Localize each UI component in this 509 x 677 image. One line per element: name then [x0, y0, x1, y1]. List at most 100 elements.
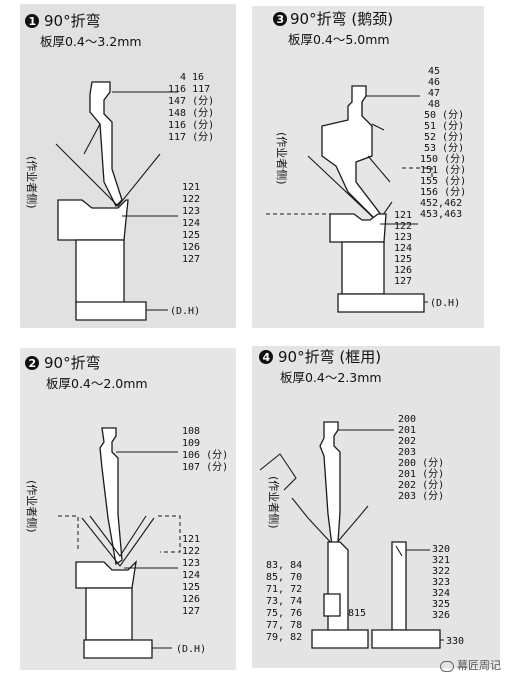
- panel-2-thickness: 板厚0.4～2.0mm: [46, 376, 148, 391]
- punch-edge: [83, 123, 101, 155]
- workpiece-left: [291, 497, 309, 519]
- label: 147 (分): [168, 95, 214, 107]
- label: 124: [182, 218, 200, 229]
- label: 326: [432, 610, 450, 621]
- label: 126: [182, 242, 200, 253]
- panel-gooseneck: 3 90°折弯 (鹅颈) 板厚0.4～5.0mm 45 46 47 48 50 …: [252, 6, 484, 328]
- dh-label: (D.H): [170, 306, 200, 317]
- gooseneck-punch: [321, 85, 383, 221]
- label: 325: [432, 599, 450, 610]
- die-holder: [75, 239, 125, 305]
- badge-1: [25, 14, 39, 28]
- badge-2-text: 2: [29, 357, 37, 370]
- label: 127: [394, 276, 412, 287]
- upper-punch: [99, 427, 123, 566]
- label: 108: [182, 426, 200, 437]
- label: 156 (分): [420, 186, 466, 198]
- label: 321: [432, 555, 450, 566]
- label: 200 (分): [398, 457, 444, 469]
- badge-2: [25, 356, 39, 370]
- label: 124: [394, 243, 412, 254]
- label: 126: [182, 594, 200, 605]
- panel-3-title: 90°折弯 (鹅颈): [290, 10, 393, 28]
- label-330: 330: [446, 636, 464, 647]
- diagram-4: 4 90°折弯 (框用) 板厚0.4～2.3mm 200 201 202 203…: [259, 348, 464, 649]
- die-column: [327, 541, 349, 633]
- label: 75, 76: [266, 608, 302, 619]
- label: 52 (分): [424, 131, 464, 143]
- label: 48: [428, 99, 440, 110]
- label: 320: [432, 544, 450, 555]
- label: 106 (分): [182, 449, 228, 461]
- label: 122: [394, 221, 412, 232]
- chat-bubble-icon: [440, 660, 454, 672]
- label: 121: [394, 210, 412, 221]
- label: 122: [182, 194, 200, 205]
- label: 121: [182, 534, 200, 545]
- label: 150 (分): [420, 153, 466, 165]
- label: 125: [182, 230, 200, 241]
- watermark-text: 幕匠周记: [457, 659, 501, 672]
- label: 323: [432, 577, 450, 588]
- label: 202: [398, 436, 416, 447]
- label: 117 (分): [168, 131, 214, 143]
- label: 116 (分): [168, 119, 214, 131]
- label: 124: [182, 570, 200, 581]
- label: 107 (分): [182, 461, 228, 473]
- panel-2-title: 90°折弯: [44, 354, 101, 372]
- label: 201 (分): [398, 468, 444, 480]
- frame-punch: [319, 421, 341, 548]
- badge-1-text: 1: [29, 15, 37, 28]
- badge-3: [273, 12, 287, 26]
- frame-part-left: [259, 453, 297, 491]
- label: 123: [182, 206, 200, 217]
- punch-side: [371, 123, 385, 131]
- label: 116 117: [168, 84, 210, 95]
- workpiece-inner: [89, 515, 147, 557]
- label: 45: [428, 66, 440, 77]
- badge-4-text: 4: [263, 351, 271, 364]
- label: 203: [398, 447, 416, 458]
- label: 201: [398, 425, 416, 436]
- lower-die: [75, 560, 137, 589]
- workpiece-flange: [367, 155, 391, 183]
- label: 109: [182, 438, 200, 449]
- panel-90-bend-1: 1 90°折弯 板厚0.4～3.2mm 4 16 116 117 147 (分)…: [20, 4, 236, 328]
- die-holder: [85, 587, 133, 641]
- right-die: [391, 541, 407, 631]
- operator-side-label: (作业者侧): [275, 132, 288, 185]
- die-base: [337, 293, 425, 313]
- dashed-part-left: [58, 515, 79, 552]
- badge-3-text: 3: [277, 13, 285, 26]
- label: 452,462: [420, 198, 462, 209]
- label: 453,463: [420, 209, 462, 220]
- workpiece-right: [357, 505, 369, 519]
- die-base: [75, 301, 147, 321]
- label: 203 (分): [398, 490, 444, 502]
- label-815: 815: [348, 608, 366, 619]
- label: 202 (分): [398, 479, 444, 491]
- label: 324: [432, 588, 450, 599]
- workpiece: [81, 517, 155, 567]
- watermark: 幕匠周记: [440, 657, 501, 673]
- dashed-part-right: [402, 167, 433, 180]
- label: 148 (分): [168, 107, 214, 119]
- workpiece: [55, 143, 161, 207]
- dh-label: (D.H): [176, 644, 206, 655]
- die-base-left: [311, 629, 369, 649]
- label: 151 (分): [420, 164, 466, 176]
- die-base-right: [371, 629, 441, 649]
- label: 46: [428, 77, 440, 88]
- die-base: [83, 639, 153, 659]
- label: 123: [394, 232, 412, 243]
- operator-side-label: (作业者侧): [267, 476, 280, 529]
- label: 73, 74: [266, 596, 302, 607]
- upper-punch: [89, 81, 123, 208]
- diagram-1: 1 90°折弯 板厚0.4～3.2mm 4 16 116 117 147 (分)…: [25, 12, 214, 321]
- label: 125: [394, 254, 412, 265]
- panel-90-bend-2: 2 90°折弯 板厚0.4～2.0mm 108 109 106 (分) 107 …: [20, 348, 236, 670]
- lower-die: [329, 213, 387, 243]
- diagram-3: 3 90°折弯 (鹅颈) 板厚0.4～5.0mm 45 46 47 48 50 …: [266, 10, 466, 313]
- label: 127: [182, 606, 200, 617]
- panel-1-title: 90°折弯: [44, 12, 101, 30]
